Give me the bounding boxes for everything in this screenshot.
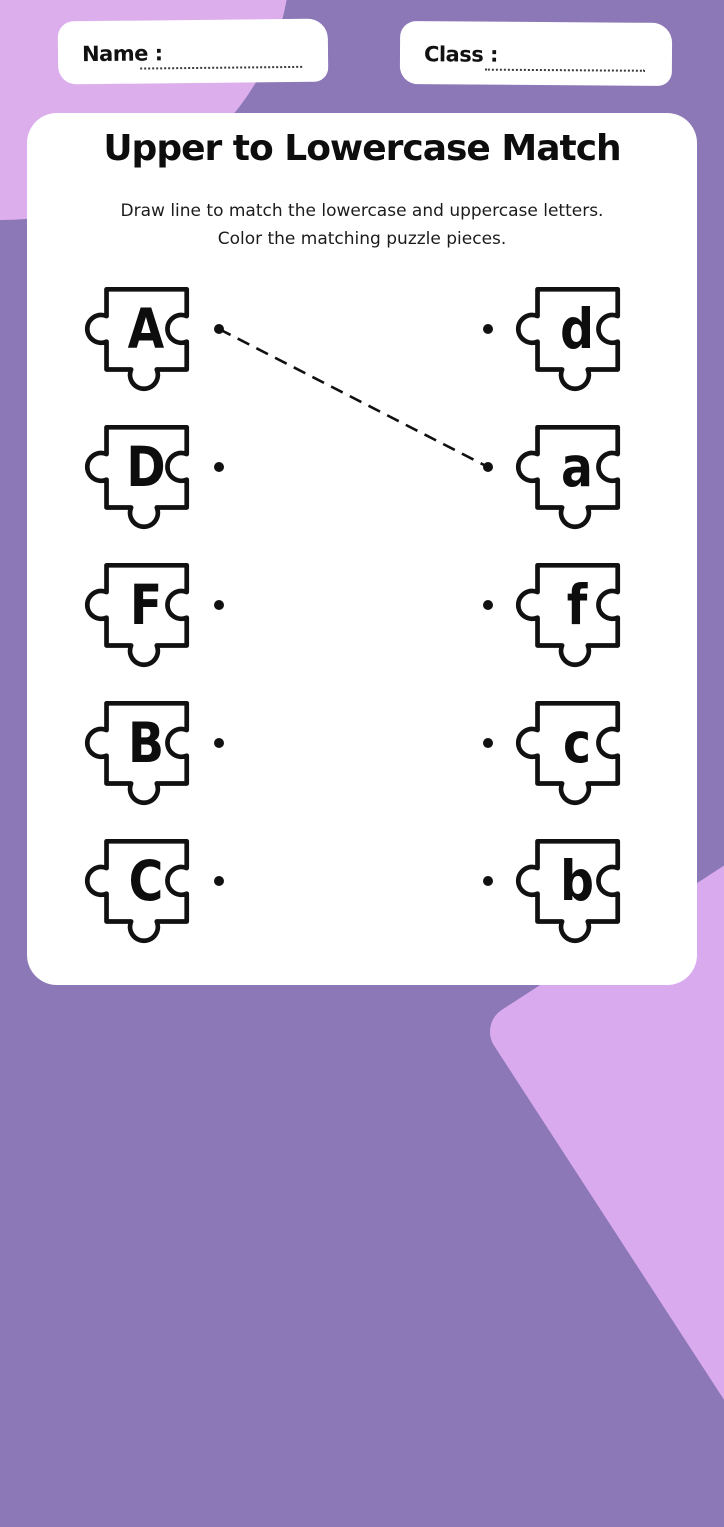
piece-letter: D [126, 435, 166, 499]
puzzle-piece-lowercase[interactable]: f [514, 561, 622, 668]
connector-dot-right[interactable] [483, 462, 493, 472]
connector-dot-right[interactable] [483, 738, 493, 748]
worksheet-card: Upper to Lowercase Match Draw line to ma… [27, 113, 697, 985]
puzzle-piece-outline-icon [84, 424, 190, 530]
puzzle-piece-uppercase[interactable]: D [83, 423, 191, 530]
piece-letter: b [560, 849, 594, 913]
piece-letter: C [128, 849, 164, 913]
name-input-line[interactable] [140, 65, 303, 70]
puzzle-piece-uppercase[interactable]: A [83, 285, 191, 392]
matching-area: A d D a F [27, 263, 697, 977]
puzzle-piece-outline-icon [515, 700, 621, 806]
puzzle-piece-uppercase[interactable]: F [83, 561, 191, 668]
puzzle-piece-outline-icon [515, 424, 621, 530]
puzzle-piece-lowercase[interactable]: c [514, 699, 622, 806]
class-box: Class : [399, 21, 673, 86]
instruction-line-1: Draw line to match the lowercase and upp… [120, 201, 604, 221]
class-label: Class : [423, 42, 499, 67]
puzzle-piece-uppercase[interactable]: C [83, 837, 191, 944]
connector-dot-left[interactable] [214, 600, 224, 610]
piece-letter: f [566, 573, 588, 637]
puzzle-piece-lowercase[interactable]: a [514, 423, 622, 530]
puzzle-piece-outline-icon [515, 838, 621, 944]
connector-dot-right[interactable] [483, 876, 493, 886]
puzzle-piece-uppercase[interactable]: B [83, 699, 191, 806]
puzzle-piece-outline-icon [84, 286, 190, 392]
connector-dot-right[interactable] [483, 324, 493, 334]
puzzle-piece-lowercase[interactable]: b [514, 837, 622, 944]
name-label: Name : [81, 41, 163, 67]
connector-dot-left[interactable] [214, 324, 224, 334]
puzzle-piece-outline-icon [84, 700, 190, 806]
piece-letter: F [129, 573, 163, 637]
connector-dot-left[interactable] [214, 876, 224, 886]
instructions: Draw line to match the lowercase and upp… [27, 197, 697, 253]
piece-letter: a [561, 435, 593, 499]
piece-letter: B [127, 711, 165, 775]
puzzle-piece-outline-icon [515, 286, 621, 392]
puzzle-piece-lowercase[interactable]: d [514, 285, 622, 392]
connector-dot-left[interactable] [214, 738, 224, 748]
connector-dot-left[interactable] [214, 462, 224, 472]
answer-line [218, 327, 489, 469]
piece-letter: A [127, 297, 165, 361]
instruction-line-2: Color the matching puzzle pieces. [217, 229, 507, 249]
name-box: Name : [57, 18, 329, 85]
connector-dot-right[interactable] [483, 600, 493, 610]
puzzle-piece-outline-icon [515, 562, 621, 668]
page-title: Upper to Lowercase Match [103, 128, 621, 169]
puzzle-piece-outline-icon [84, 838, 190, 944]
class-input-line[interactable] [484, 68, 645, 72]
piece-letter: c [562, 711, 592, 775]
piece-letter: d [560, 297, 594, 361]
puzzle-piece-outline-icon [84, 562, 190, 668]
